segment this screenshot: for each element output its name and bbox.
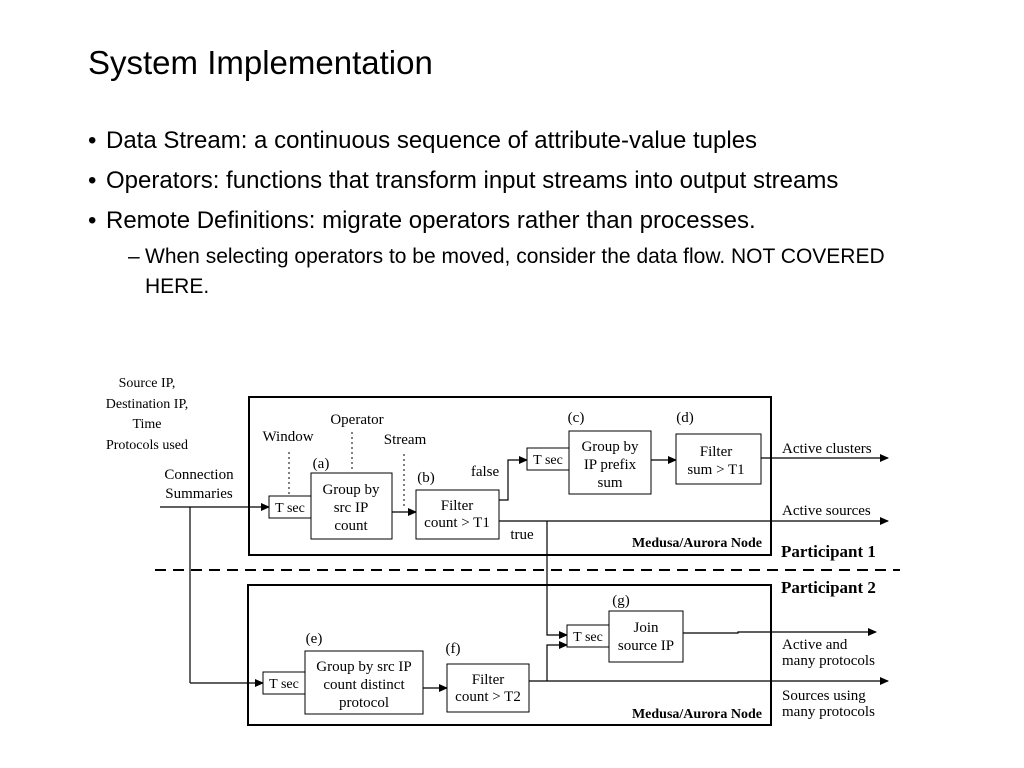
node-label: Medusa/Aurora Node bbox=[632, 707, 762, 722]
participant-2-node-box bbox=[247, 584, 772, 726]
operator-c-label: IP prefix bbox=[584, 457, 637, 473]
operator-b-label: count > T1 bbox=[424, 515, 490, 531]
operator-f-tag: (f) bbox=[446, 641, 461, 657]
operator-d-label: Filter bbox=[700, 444, 733, 460]
edge-f-to-join bbox=[546, 641, 568, 681]
participant-1-label: Participant 1 bbox=[781, 542, 876, 561]
bullet-marker: • bbox=[88, 167, 97, 194]
operator-c-box bbox=[568, 430, 652, 495]
bullet-text: Operators: functions that transform inpu… bbox=[106, 167, 839, 194]
stream-annotation: Stream bbox=[384, 432, 427, 448]
operator-a-label: Group by bbox=[322, 482, 380, 498]
input-attribute-label: Protocols used bbox=[106, 438, 188, 453]
operator-a-label: count bbox=[334, 518, 368, 534]
output-active-clusters-label: Active clusters bbox=[782, 441, 872, 457]
bullet-list: • Data Stream: a continuous sequence of … bbox=[88, 124, 948, 302]
participant-1-node-box bbox=[248, 396, 772, 556]
output-active-many-protocols-label: Active and bbox=[782, 637, 848, 653]
sub-bullet-text: When selecting operators to be moved, co… bbox=[145, 245, 885, 298]
bullet-text: Data Stream: a continuous sequence of at… bbox=[106, 127, 758, 154]
output-sources-many-protocols-label: many protocols bbox=[782, 704, 875, 720]
edge-b-false bbox=[499, 456, 528, 501]
input-attribute-label: Source IP, bbox=[119, 376, 176, 391]
operator-a-label: src IP bbox=[334, 500, 369, 516]
true-edge-label: true bbox=[510, 527, 534, 543]
bullet-item: • Operators: functions that transform in… bbox=[88, 164, 948, 197]
output-active-many-protocols-label: many protocols bbox=[782, 653, 875, 669]
operator-c-label: sum bbox=[597, 475, 622, 491]
operator-b-box bbox=[415, 489, 500, 540]
bullet-text: Remote Definitions: migrate operators ra… bbox=[106, 207, 756, 234]
false-edge-label: false bbox=[471, 464, 500, 480]
output-sources-many-protocols-label: Sources using bbox=[782, 688, 866, 704]
window-box-a-label: T sec bbox=[275, 501, 305, 516]
operator-d-tag: (d) bbox=[676, 410, 694, 426]
operator-e-tag: (e) bbox=[306, 631, 323, 647]
window-box-c-label: T sec bbox=[533, 453, 563, 468]
operator-e-label: Group by src IP bbox=[316, 659, 411, 675]
edge-b-true-to-join bbox=[546, 521, 568, 639]
operator-d-box bbox=[675, 433, 762, 485]
operator-g-tag: (g) bbox=[612, 593, 630, 609]
operator-f-label: count > T2 bbox=[455, 689, 521, 705]
operator-c-label: Group by bbox=[581, 439, 639, 455]
window-annotation: Window bbox=[262, 429, 313, 445]
operator-f-box bbox=[446, 663, 530, 713]
bullet-marker: • bbox=[88, 127, 97, 154]
sub-bullet-marker: – bbox=[128, 245, 140, 268]
operator-e-label: protocol bbox=[339, 695, 389, 711]
window-box-g-label: T sec bbox=[573, 630, 603, 645]
operator-d-label: sum > T1 bbox=[687, 462, 744, 478]
operator-e-label: count distinct bbox=[323, 677, 405, 693]
operator-c-tag: (c) bbox=[568, 410, 585, 426]
bullet-item: • Data Stream: a continuous sequence of … bbox=[88, 124, 948, 157]
operator-g-label: source IP bbox=[618, 638, 674, 654]
operator-a-box bbox=[310, 472, 393, 540]
input-stream-label: Connection bbox=[164, 467, 234, 483]
participant-2-label: Participant 2 bbox=[781, 578, 876, 597]
operator-annotation: Operator bbox=[330, 412, 383, 428]
operator-e-box bbox=[304, 650, 424, 715]
bullet-item: • Remote Definitions: migrate operators … bbox=[88, 204, 948, 237]
operator-g-label: Join bbox=[633, 620, 659, 636]
sub-bullet-item: – When selecting operators to be moved, … bbox=[88, 242, 948, 302]
operator-a-tag: (a) bbox=[313, 456, 330, 472]
input-stream-label: Summaries bbox=[165, 486, 233, 502]
output-active-sources-label: Active sources bbox=[782, 503, 871, 519]
node-label: Medusa/Aurora Node bbox=[632, 536, 762, 551]
operator-b-label: Filter bbox=[441, 498, 474, 514]
input-attribute-label: Destination IP, bbox=[106, 397, 188, 412]
window-box-e-label: T sec bbox=[269, 677, 299, 692]
slide-title: System Implementation bbox=[88, 44, 433, 81]
bullet-marker: • bbox=[88, 207, 97, 234]
operator-f-label: Filter bbox=[472, 672, 505, 688]
edge-g-to-output bbox=[683, 628, 877, 636]
operator-g-box bbox=[608, 610, 684, 663]
operator-b-tag: (b) bbox=[417, 470, 435, 486]
input-attribute-label: Time bbox=[132, 417, 161, 432]
